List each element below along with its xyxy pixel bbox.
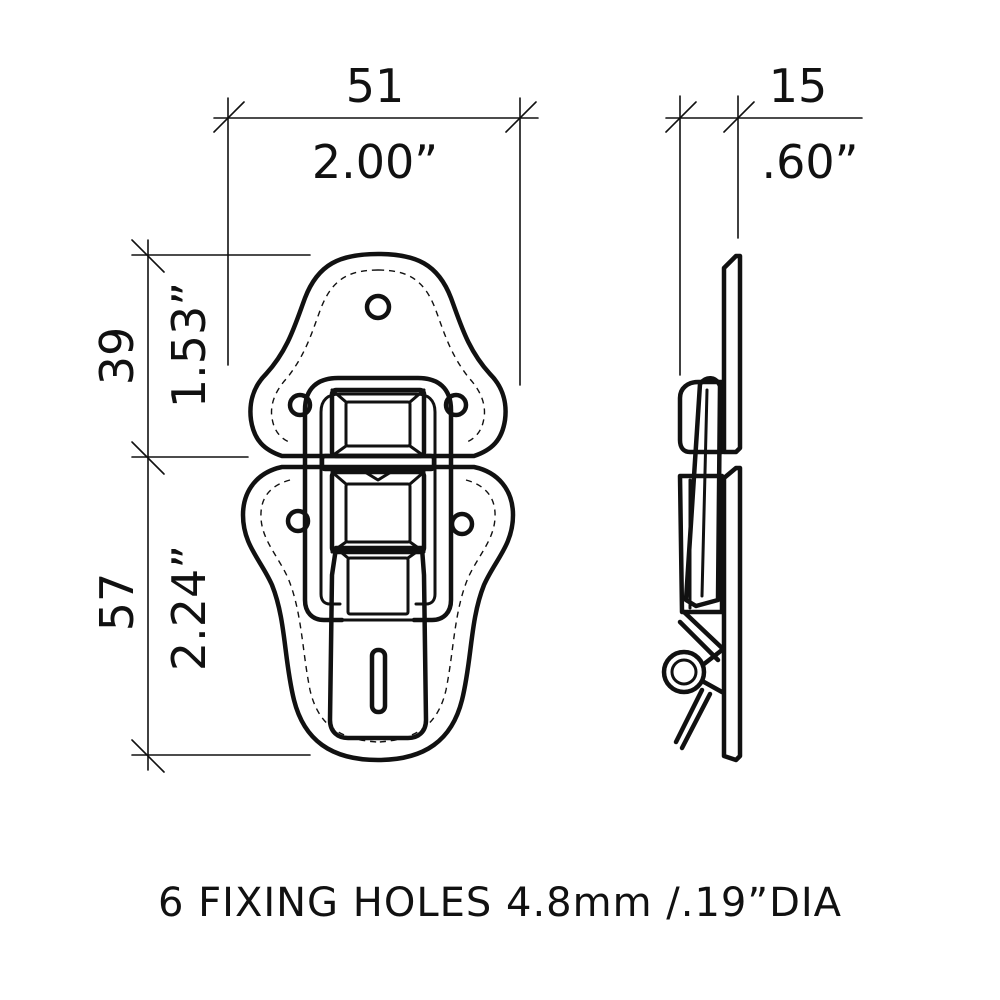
latch-bail (302, 375, 454, 623)
padlock-slot (369, 647, 388, 715)
lower-height-in-label: 2.24” (162, 545, 216, 671)
upper-height-in-label: 1.53” (162, 282, 216, 408)
side-hook (677, 609, 725, 663)
hinge-pin (319, 453, 437, 472)
fixing-holes-caption: 6 FIXING HOLES 4.8mm /.19”DIA (157, 880, 843, 926)
upper-height-mm-label: 39 (90, 327, 144, 386)
width-in-label: 2.00” (312, 135, 438, 189)
catch-tongue (327, 545, 429, 741)
fixing-hole-lower-left (285, 508, 311, 534)
fixing-hole-upper-right (443, 392, 469, 418)
side-base-plate-lower (721, 465, 743, 763)
depth-mm-label: 15 (769, 59, 828, 113)
lever-block (329, 469, 427, 555)
latch-side-view (661, 253, 743, 763)
side-lever (683, 376, 723, 609)
side-spring-coil (661, 649, 707, 695)
fixing-hole-top (364, 293, 392, 321)
fixing-hole-lower-right (449, 511, 475, 537)
depth-dimension: 15 .60” (665, 59, 863, 376)
upper-plate-outline (248, 251, 508, 459)
lower-plate-outline (240, 464, 516, 763)
fixing-hole-upper-left (287, 392, 313, 418)
hinge-block-upper (329, 387, 427, 459)
side-base-plate-upper (721, 253, 743, 455)
latch-front-view (240, 251, 516, 763)
depth-in-label: .60” (762, 135, 859, 189)
height-dimension: 39 1.53” 57 2.24” (90, 239, 311, 773)
width-dimension: 51 2.00” (213, 59, 539, 386)
lower-height-mm-label: 57 (90, 573, 144, 632)
width-mm-label: 51 (346, 59, 405, 113)
